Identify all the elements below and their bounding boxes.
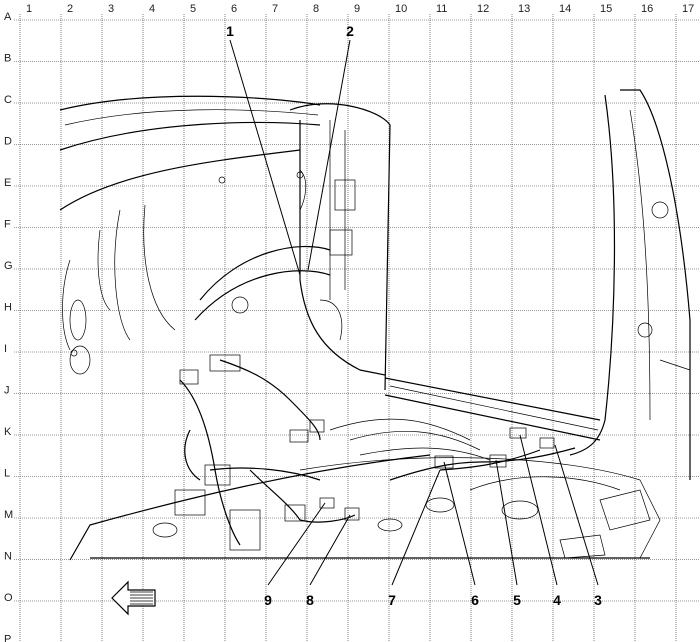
grid-row-label: A [4,11,12,23]
grid-row-label: K [4,426,12,438]
callout-1: 1 [226,23,234,39]
grid-row-label: P [4,634,11,642]
callout-6: 6 [471,592,479,608]
forward-arrow-icon [111,580,156,616]
callout-3: 3 [594,592,602,608]
vehicle-floor-artwork [59,89,691,561]
grid-column-label: 14 [559,3,571,15]
grid-column-label: 1 [26,3,32,15]
grid-row-labels: A B C D E F G H I J K L M N O P [4,11,13,642]
grid-column-label: 2 [67,3,73,15]
grid-row-label: E [4,177,11,189]
grid-column-label: 4 [149,3,155,15]
grid-column-label: 9 [354,3,360,15]
callout-8: 8 [306,592,314,608]
grid-column-label: 12 [477,3,489,15]
grid-column-label: 15 [600,3,612,15]
callout-4: 4 [553,592,561,608]
grid-row-label: D [4,136,12,148]
grid-row-label: B [4,53,11,65]
grid-column-label: 8 [313,3,319,15]
grid-column-label: 6 [231,3,237,15]
grid-column-label: 5 [190,3,196,15]
callout-2: 2 [346,23,354,39]
grid-row-label: I [4,343,7,355]
callout-labels: 1 2 3 4 5 6 7 8 9 [226,23,602,608]
grid-row-label: J [4,385,10,397]
grid-lines [14,14,700,642]
callout-5: 5 [513,592,521,608]
grid-row-label: N [4,551,12,563]
callout-leaders [229,39,599,586]
grid-row-label: G [4,260,13,272]
grid-column-label: 11 [436,3,447,15]
grid-column-label: 17 [682,3,694,15]
grid-row-label: C [4,94,12,106]
callout-9: 9 [264,592,272,608]
callout-7: 7 [388,592,396,608]
grid-row-label: M [4,509,13,521]
grid-column-label: 7 [272,3,278,15]
grid-row-label: O [4,592,13,604]
grid-column-label: 3 [108,3,114,15]
grid-column-label: 13 [518,3,530,15]
grid-column-label: 10 [395,3,407,15]
grid-row-label: F [4,219,11,231]
grid-row-label: L [4,468,10,480]
grid-row-label: H [4,302,12,314]
grid-column-label: 16 [641,3,653,15]
